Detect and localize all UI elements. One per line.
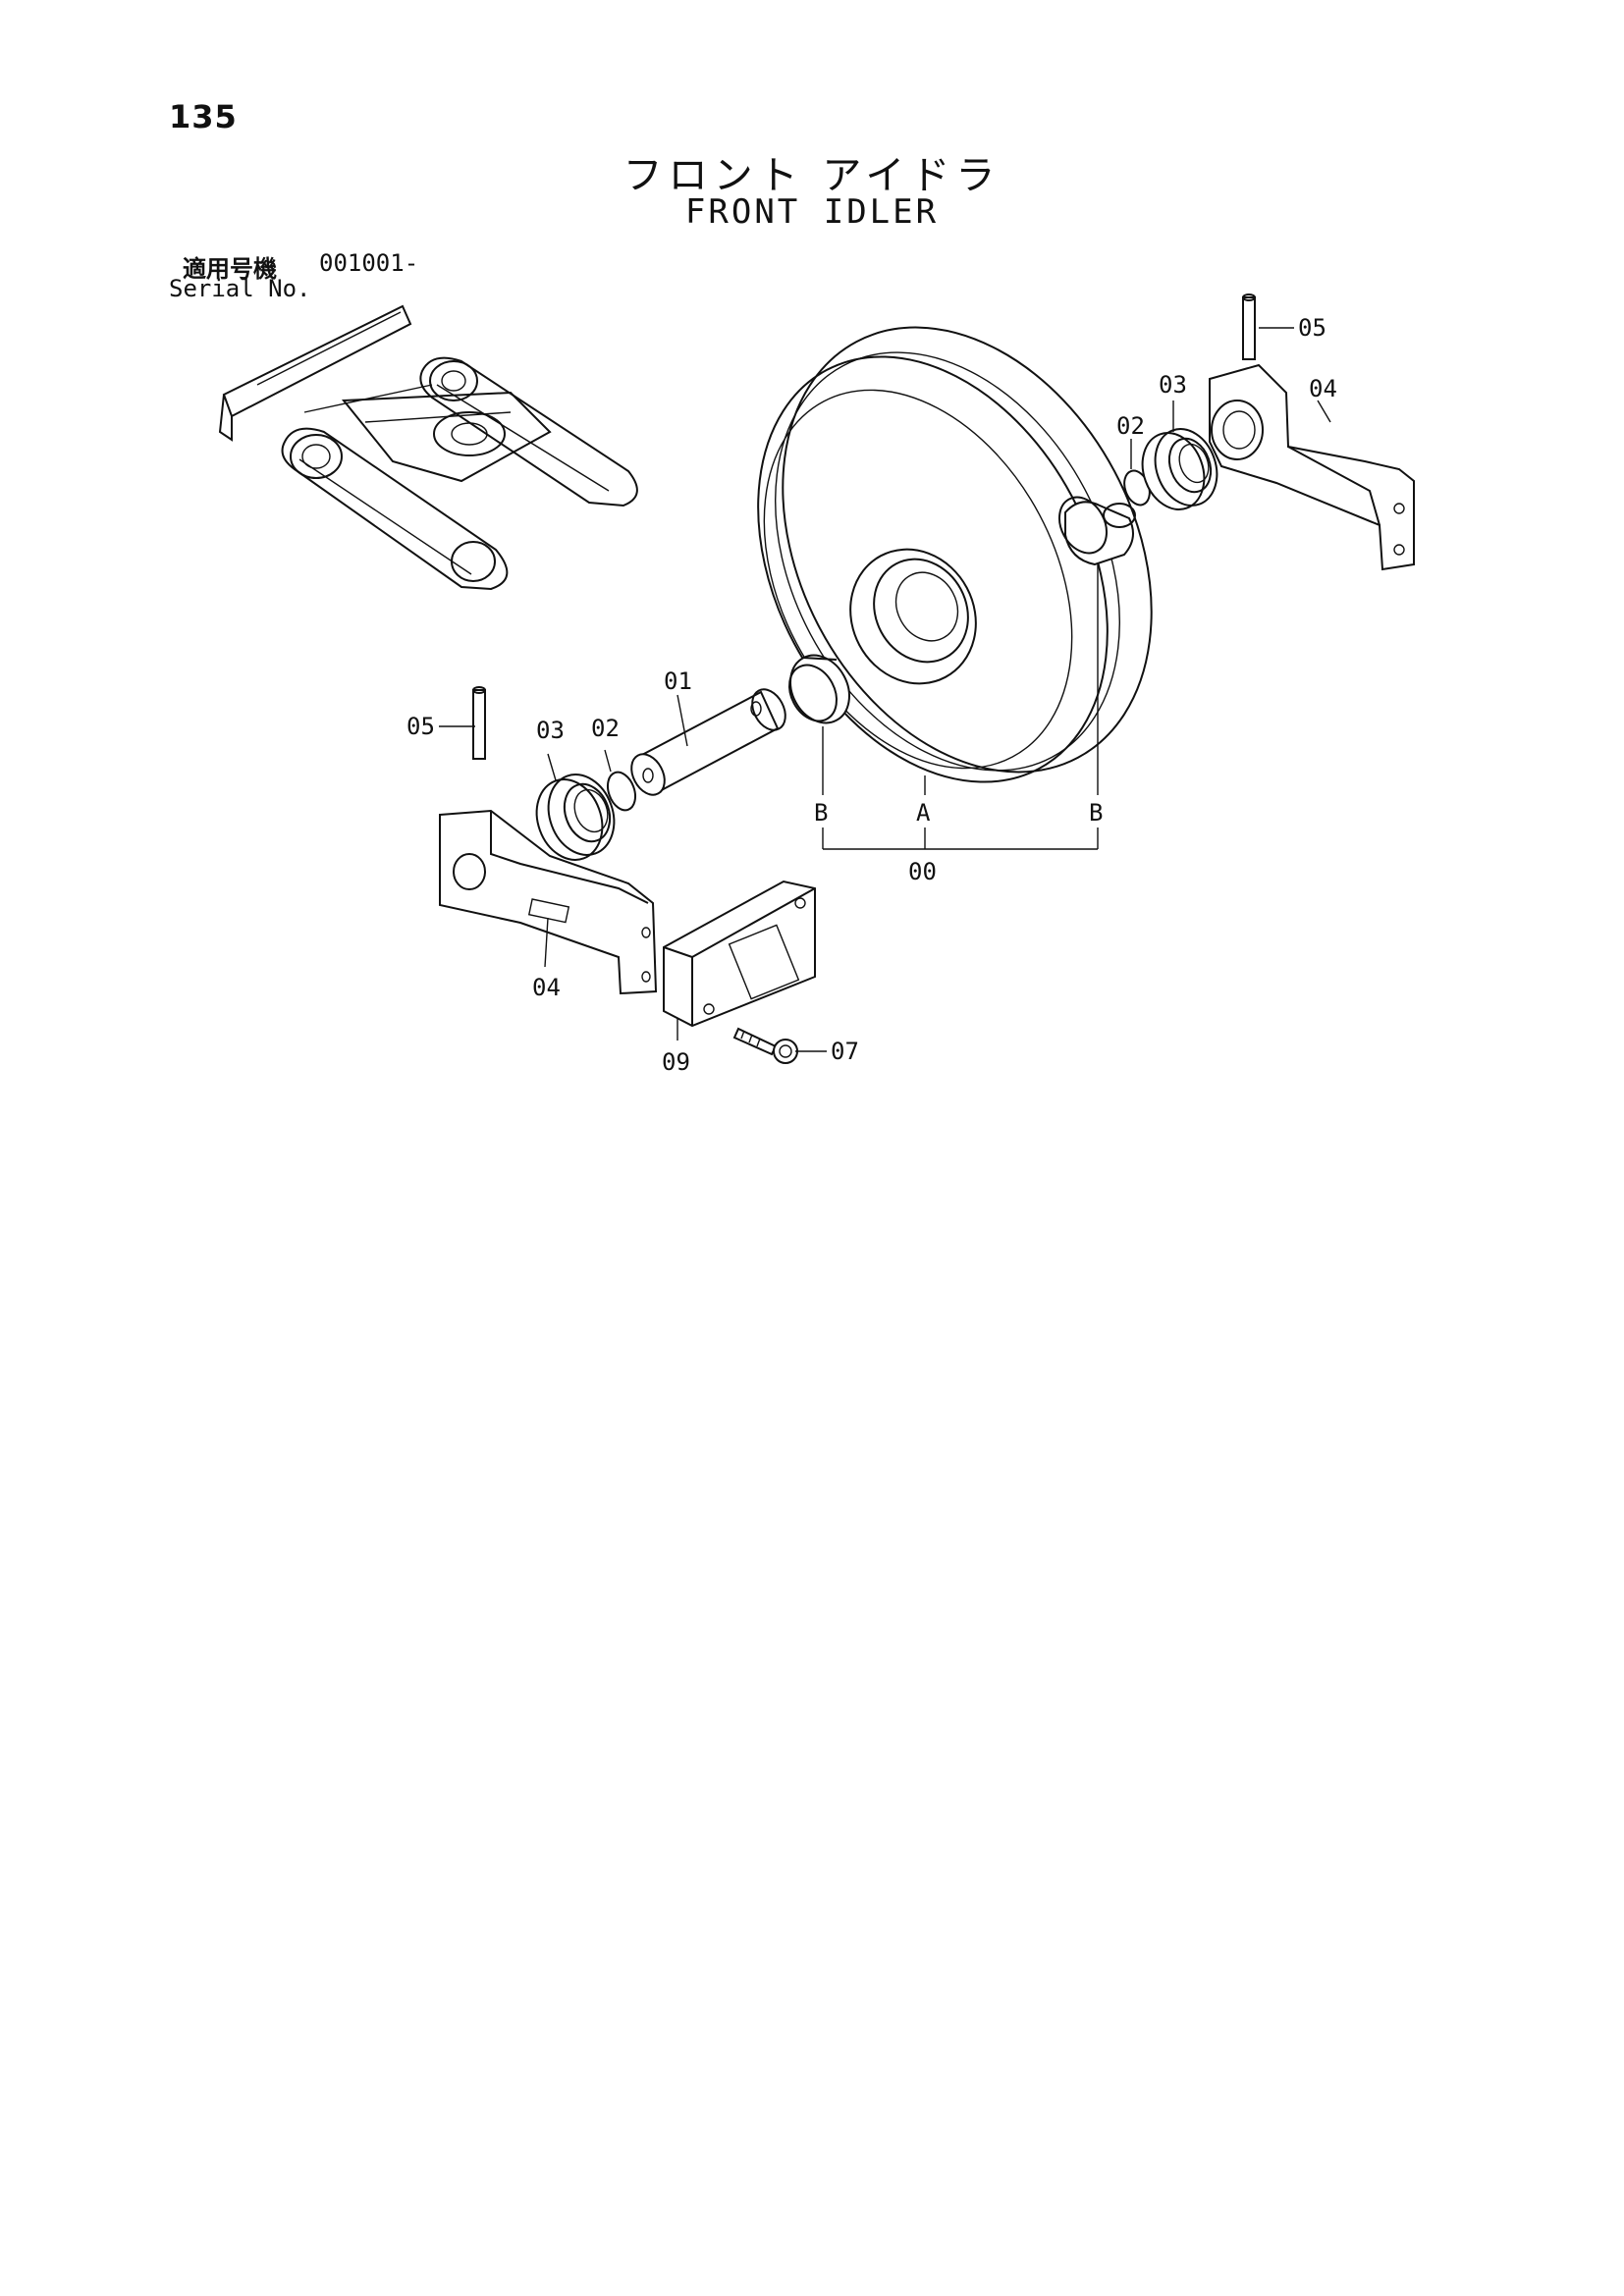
callout-pin-left: 05 — [406, 713, 435, 740]
page-number: 135 — [169, 98, 238, 135]
floating-seal-right — [1141, 428, 1218, 510]
callout-assembly: 00 — [908, 858, 937, 885]
callout-o-ring-left: 02 — [591, 715, 620, 742]
callout-o-ring-right: 02 — [1116, 412, 1145, 440]
bushing-left — [788, 654, 850, 724]
serial-label-japanese: 適用号機 — [183, 255, 277, 283]
support-block — [663, 880, 816, 1028]
shaft — [630, 688, 786, 796]
serial-label-english: Serial No. — [169, 275, 311, 302]
bushing-right — [1058, 496, 1136, 566]
pin-left — [472, 686, 486, 760]
pin-right — [1242, 294, 1256, 360]
floating-seal-left — [535, 774, 616, 861]
o-ring-left — [606, 771, 637, 812]
callout-pin-right: 05 — [1298, 314, 1326, 342]
callout-bracket-left: 04 — [532, 974, 561, 1001]
undercarriage-location-thumbnail — [218, 304, 638, 591]
callout-seal-right: 03 — [1159, 371, 1187, 399]
leader-lines — [439, 327, 1331, 1052]
callout-shaft: 01 — [664, 667, 692, 695]
title-japanese: フロント アイドラ — [623, 153, 1001, 198]
serial-number-value: 001001- — [319, 249, 419, 277]
callout-seal-left: 03 — [536, 717, 565, 744]
callout-bracket-right: 04 — [1309, 375, 1337, 402]
callout-bolt: 07 — [831, 1038, 859, 1065]
bracket-left — [439, 809, 658, 995]
idler-wheel — [757, 326, 1153, 783]
callout-bushing-right: B — [1089, 799, 1103, 827]
callout-wheel: A — [916, 799, 931, 827]
callout-block: 09 — [662, 1048, 690, 1076]
callout-labels: 05 03 02 04 01 05 03 02 04 B A B 00 09 0… — [406, 314, 1337, 1076]
title-english: FRONT IDLER — [684, 192, 940, 232]
bolt — [732, 1027, 798, 1064]
bracket-right — [1209, 363, 1415, 571]
callout-bushing-left: B — [814, 799, 828, 827]
